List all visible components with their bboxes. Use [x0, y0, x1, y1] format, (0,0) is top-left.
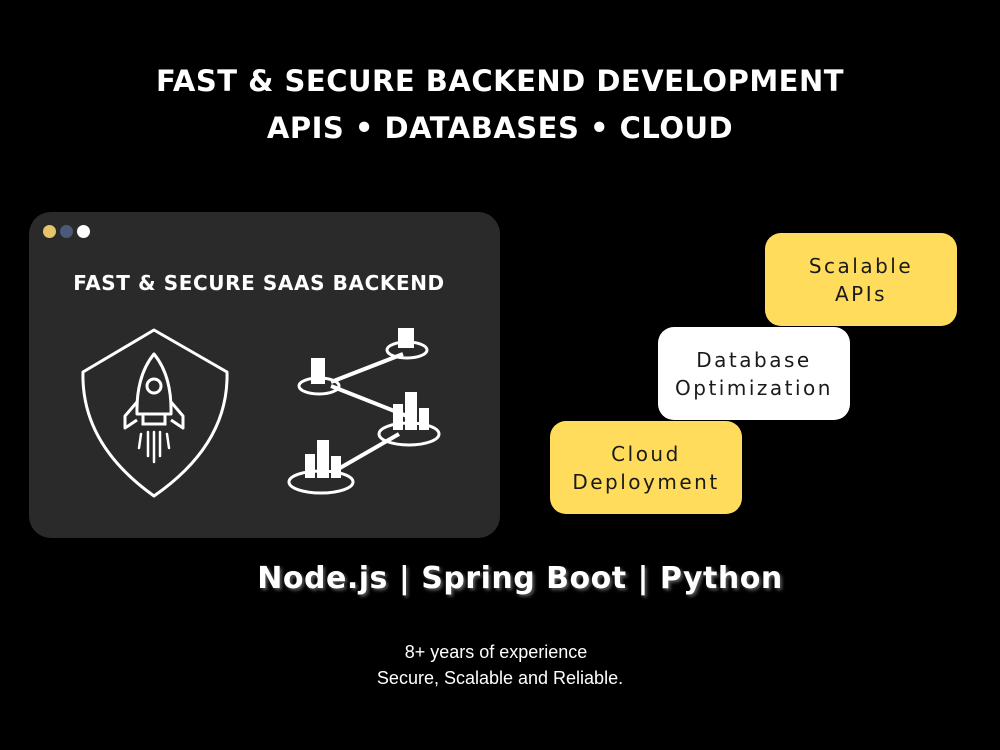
headline-line-1: FAST & SECURE BACKEND DEVELOPMENT [155, 64, 845, 98]
tagline-text: Secure, Scalable and Reliable. [376, 668, 624, 688]
experience-text: 8+ years of experience [404, 642, 588, 662]
window-dot-blue [60, 225, 73, 238]
tech-stack: Node.js | Spring Boot | Python [257, 561, 783, 596]
tag-database-optimization: Database Optimization [658, 327, 850, 420]
window-dot-white [77, 225, 90, 238]
tag-cloud-deployment: Cloud Deployment [550, 421, 742, 514]
panel-title: FAST & SECURE SAAS BACKEND [73, 271, 445, 295]
headline-line-2: APIS • DATABASES • CLOUD [266, 111, 734, 145]
window-dot-yellow [43, 225, 56, 238]
shield-rocket-icon [81, 328, 229, 498]
backend-panel: FAST & SECURE SAAS BACKEND [29, 212, 500, 538]
database-network-icon [287, 328, 441, 495]
tag-scalable-apis: Scalable APIs [765, 233, 957, 326]
